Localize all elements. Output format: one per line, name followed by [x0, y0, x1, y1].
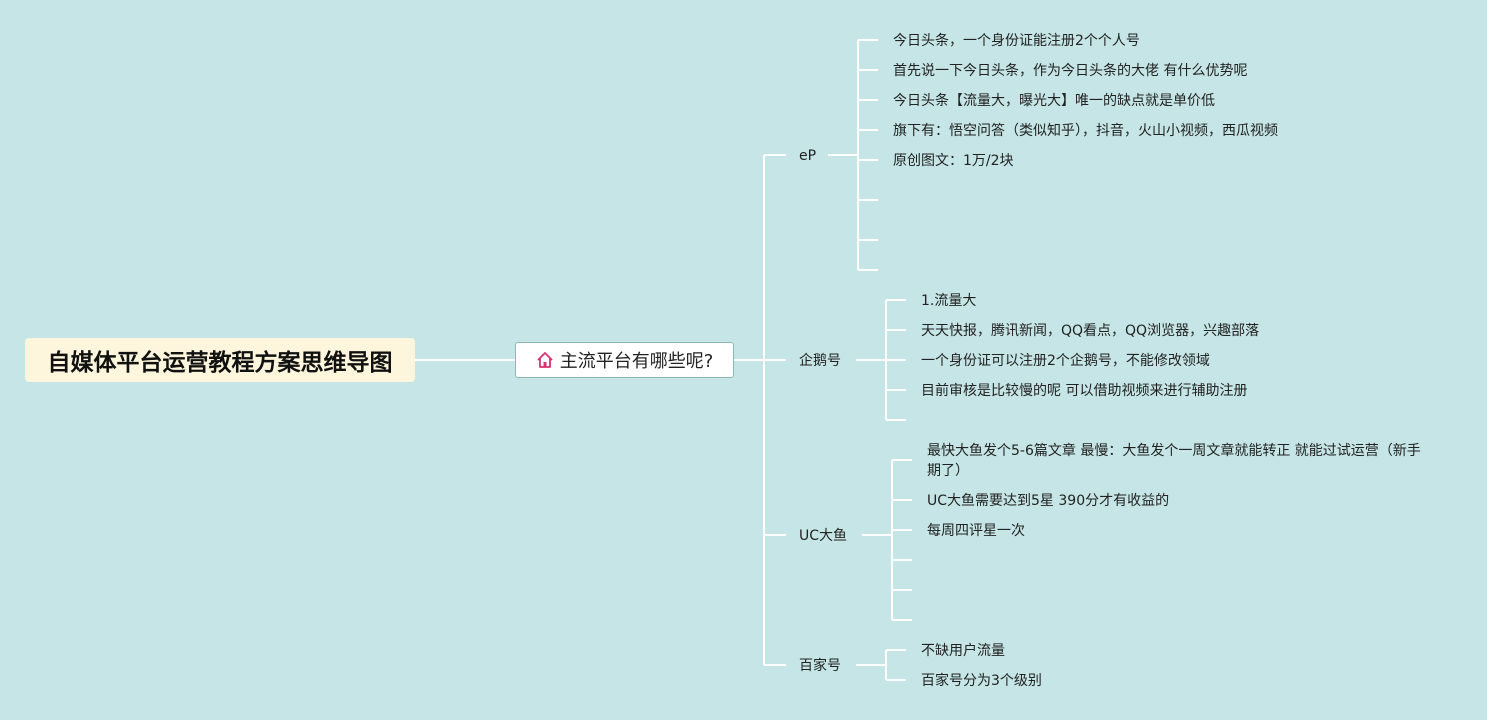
leaf-ep-1[interactable]: 今日头条，一个身份证能注册2个个人号 [893, 33, 1140, 49]
leaf-ep-5[interactable]: 原创图文：1万/2块 [893, 153, 1014, 169]
home-icon [537, 352, 553, 368]
leaf-ep-3[interactable]: 今日头条【流量大，曝光大】唯一的缺点就是单价低 [893, 93, 1215, 109]
leaf-uc-1[interactable]: 最快大鱼发个5-6篇文章 最慢：大鱼发个一周文章就能转正 就能过试运营（新手期了… [927, 443, 1421, 479]
leaf-qiehao-4[interactable]: 目前审核是比较慢的呢 可以借助视频来进行辅助注册 [921, 383, 1248, 399]
leaf-uc-2[interactable]: UC大鱼需要达到5星 390分才有收益的 [927, 493, 1170, 509]
leaf-qiehao-3[interactable]: 一个身份证可以注册2个企鹅号，不能修改领域 [921, 353, 1210, 369]
leaf-ep-2[interactable]: 首先说一下今日头条，作为今日头条的大佬 有什么优势呢 [893, 63, 1248, 79]
leaf-qiehao-1[interactable]: 1.流量大 [921, 293, 977, 309]
center-node[interactable]: 主流平台有哪些呢? [515, 342, 734, 378]
leaf-uc-3[interactable]: 每周四评星一次 [927, 523, 1025, 539]
branch-baijiahao[interactable]: 百家号 [799, 658, 841, 674]
root-node[interactable]: 自媒体平台运营教程方案思维导图 [25, 338, 415, 382]
leaf-qiehao-2[interactable]: 天天快报，腾讯新闻，QQ看点，QQ浏览器，兴趣部落 [921, 323, 1260, 339]
leaf-baijiahao-2[interactable]: 百家号分为3个级别 [921, 673, 1042, 689]
branch-qiehao[interactable]: 企鹅号 [799, 353, 841, 369]
root-label: 自媒体平台运营教程方案思维导图 [47, 350, 393, 376]
leaf-baijiahao-1[interactable]: 不缺用户流量 [921, 643, 1005, 659]
leaf-ep-4[interactable]: 旗下有：悟空问答（类似知乎），抖音，火山小视频，西瓜视频 [893, 123, 1278, 139]
center-label: 主流平台有哪些呢? [559, 351, 714, 372]
branch-ep[interactable]: eP [799, 148, 817, 164]
branch-uc-dayu[interactable]: UC大鱼 [799, 528, 848, 544]
